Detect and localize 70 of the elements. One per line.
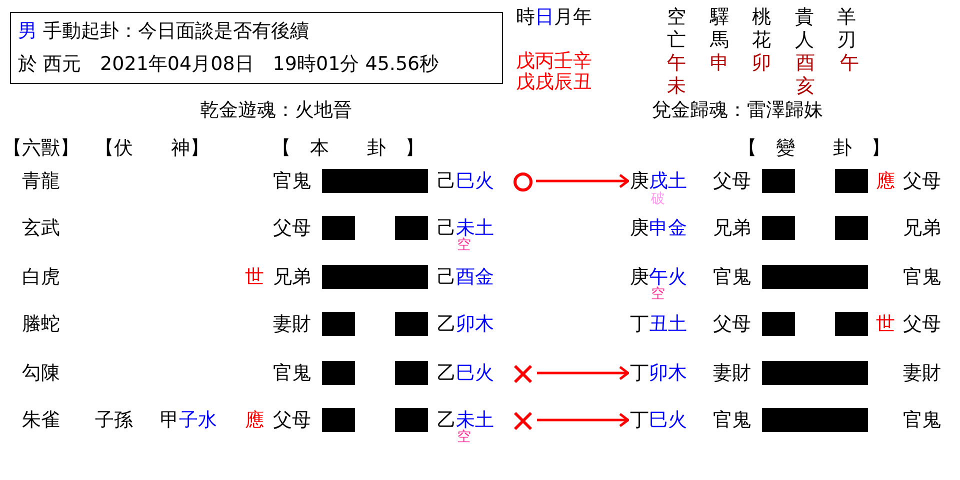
broken-mark: 破 [651, 191, 665, 207]
hexagram-name: 乾金遊魂：火地晉 [200, 99, 352, 121]
six-beast-label: 朱雀 [22, 409, 60, 431]
shensha-name: 羊刃 [837, 6, 857, 52]
ying-mark: 應 [245, 409, 264, 431]
arrow [536, 174, 630, 188]
six-beast-label: 白虎 [22, 266, 60, 288]
relative-label: 父母 [903, 170, 941, 192]
column-heading: 【 變 卦 】 [738, 137, 890, 159]
relative-label: 父母 [713, 313, 751, 335]
shensha-branch: 午未 [667, 52, 687, 98]
relative-label: 父母 [713, 170, 751, 192]
shensha-branch: 卯 [752, 52, 772, 75]
six-beast-label: 螣蛇 [22, 313, 60, 335]
void-mark: 空 [457, 237, 471, 253]
six-beast-label: 玄武 [22, 217, 60, 239]
najia-label: 己巳火 [437, 170, 494, 192]
relative-label: 官鬼 [713, 266, 751, 288]
six-beast-label: 勾陳 [22, 362, 60, 384]
najia-label: 己酉金 [437, 266, 494, 288]
najia-label: 丁丑土 [630, 313, 687, 335]
shensha-branch: 申 [710, 52, 730, 75]
relative-label: 妻財 [273, 313, 311, 335]
najia-label: 乙巳火 [437, 362, 494, 384]
column-heading: 【六獸】 [3, 137, 79, 159]
relative-label: 官鬼 [903, 266, 941, 288]
shensha-name: 桃花 [752, 6, 772, 52]
shi-mark: 世 [876, 313, 895, 335]
pillar-stems: 戊丙壬辛 [516, 50, 592, 72]
column-heading: 【 本 卦 】 [272, 137, 424, 159]
question-text: 男 手動起卦：今日面談是否有後續 [18, 20, 310, 42]
void-mark: 空 [457, 429, 471, 445]
najia-label: 乙卯木 [437, 313, 494, 335]
changed-najia-label: 庚戌土 [630, 170, 687, 192]
shensha-branch: 午 [840, 52, 860, 75]
relative-label: 兄弟 [713, 217, 751, 239]
shensha-name: 空亡 [667, 6, 687, 52]
najia-label: 乙未土 [437, 409, 494, 431]
shensha-branch: 酉亥 [796, 52, 816, 98]
column-heading: 【伏 神】 [95, 137, 209, 159]
fushen-relative: 子孫 [95, 409, 133, 431]
relative-label: 父母 [273, 217, 311, 239]
shensha-name: 貴人 [795, 6, 815, 52]
changed-najia-label: 丁巳火 [630, 409, 687, 431]
najia-label: 庚午火 [630, 266, 687, 288]
question-box [10, 12, 503, 84]
najia-label: 己未土 [437, 217, 494, 239]
pillar-branches: 戊戌辰丑 [516, 71, 592, 93]
pillar-heading: 時日月年 [516, 6, 592, 28]
ying-mark: 應 [876, 170, 895, 192]
arrow [537, 366, 630, 380]
void-mark: 空 [651, 286, 665, 302]
shensha-name: 驛馬 [710, 6, 730, 52]
najia-label: 庚申金 [630, 217, 687, 239]
relative-label: 官鬼 [903, 409, 941, 431]
relative-label: 官鬼 [273, 170, 311, 192]
relative-label: 官鬼 [273, 362, 311, 384]
six-beast-label: 青龍 [22, 170, 60, 192]
relative-label: 官鬼 [713, 409, 751, 431]
relative-label: 妻財 [903, 362, 941, 384]
relative-label: 兄弟 [273, 266, 311, 288]
relative-label: 兄弟 [903, 217, 941, 239]
fushen-najia: 甲子水 [160, 409, 217, 431]
changed-najia-label: 丁卯木 [630, 362, 687, 384]
hexagram-name: 兌金歸魂：雷澤歸妹 [652, 99, 823, 121]
arrow [537, 412, 630, 428]
relative-label: 父母 [903, 313, 941, 335]
relative-label: 父母 [273, 409, 311, 431]
relative-label: 妻財 [713, 362, 751, 384]
shi-mark: 世 [245, 266, 264, 288]
